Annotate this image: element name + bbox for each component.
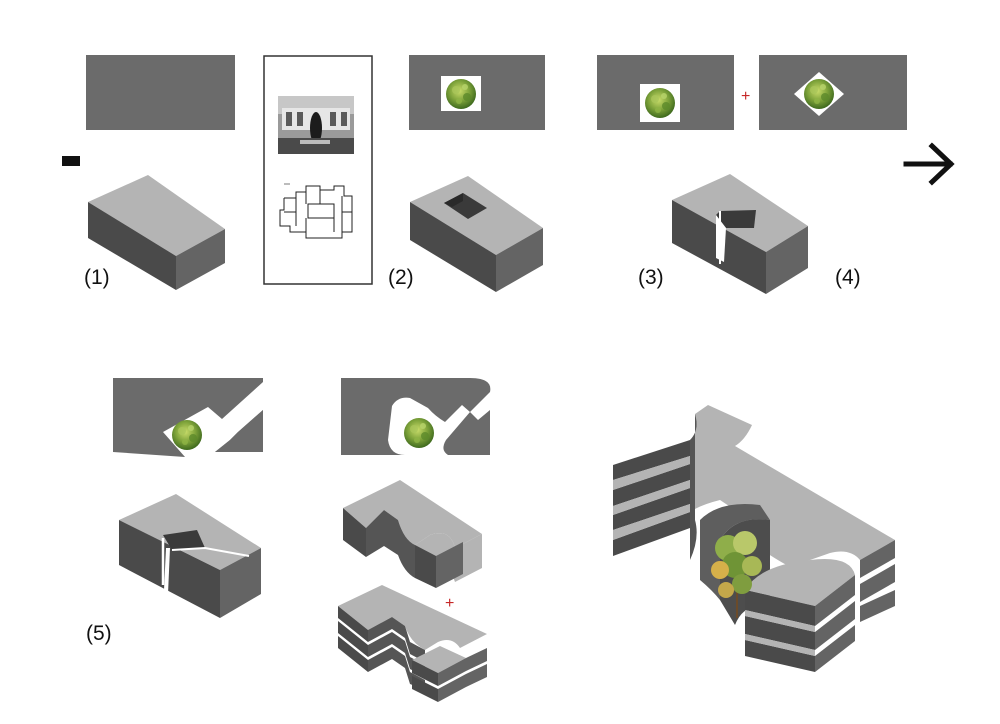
tree-icon [172, 420, 202, 450]
step-label-5: (5) [86, 622, 112, 645]
step-label-3: (3) [638, 266, 664, 289]
plan-cut-courtyard [113, 378, 263, 457]
plus-sign-2: + [445, 595, 454, 612]
plan-square-courtyard [597, 55, 734, 130]
tree-icon [446, 79, 476, 109]
iso-block-sliced [119, 494, 261, 618]
plan-solid-block [86, 55, 235, 130]
plus-sign-1: + [741, 88, 750, 105]
floor-plan-drawing [279, 183, 353, 239]
tree-icon [711, 531, 762, 618]
step-label-1: (1) [84, 266, 110, 289]
tree-icon [804, 79, 834, 109]
tree-icon [645, 88, 675, 118]
iso-solid-block [88, 175, 225, 290]
iso-block-with-void [410, 176, 543, 292]
step-label-4: (4) [835, 266, 861, 289]
iso-final-building [613, 405, 895, 672]
plan-with-courtyard [409, 55, 545, 130]
iso-curved-single [343, 480, 482, 588]
plan-rotated-courtyard [759, 55, 907, 130]
courtyard-photo [278, 96, 354, 154]
iso-curved-stacked [338, 585, 487, 702]
iso-block-split [672, 174, 808, 294]
step-label-2: (2) [388, 266, 414, 289]
minus-sign [62, 156, 80, 166]
tree-icon [404, 418, 434, 448]
reference-panel [263, 55, 373, 285]
arrow-right-icon [903, 142, 955, 186]
plan-curved-courtyard [341, 378, 491, 455]
